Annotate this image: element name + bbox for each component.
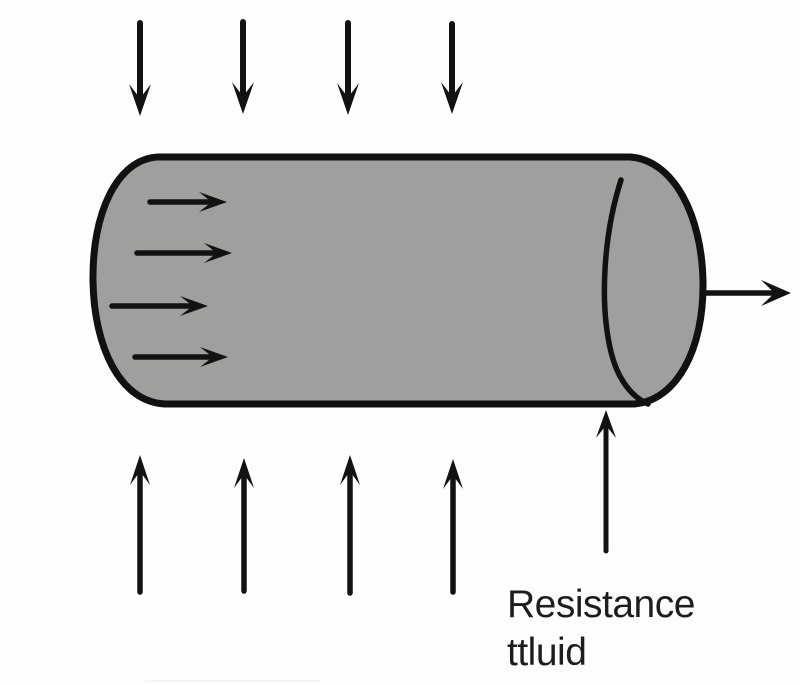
resistance-arrow [596, 410, 616, 554]
down-arrow [441, 21, 463, 114]
up-arrow [234, 458, 254, 594]
flow-arrow [109, 296, 208, 316]
artifact-smudge [145, 680, 320, 682]
outflow-arrow-group [701, 280, 791, 306]
up-arrow [130, 455, 150, 595]
flow-arrow [134, 243, 232, 263]
resistance-label-line1: Resistance [507, 583, 695, 626]
resistance-label-line2: ttluid [507, 631, 587, 674]
down-arrow [232, 19, 254, 114]
pressure-arrows-top [129, 19, 463, 116]
resistance-arrow-group [596, 410, 616, 554]
up-arrow [443, 459, 463, 595]
cylinder-end-cap-line [601, 177, 651, 407]
flow-profile-arrows [109, 192, 232, 367]
down-arrow [337, 20, 359, 115]
cylinder-body [89, 153, 707, 408]
flow-arrow [147, 192, 227, 212]
outflow-arrow [701, 280, 791, 306]
up-arrow [340, 455, 360, 596]
down-arrow [129, 20, 151, 116]
flow-arrow [132, 347, 228, 367]
pressure-arrows-bottom [130, 455, 463, 596]
resistance-label: Resistance ttluid [507, 581, 695, 677]
